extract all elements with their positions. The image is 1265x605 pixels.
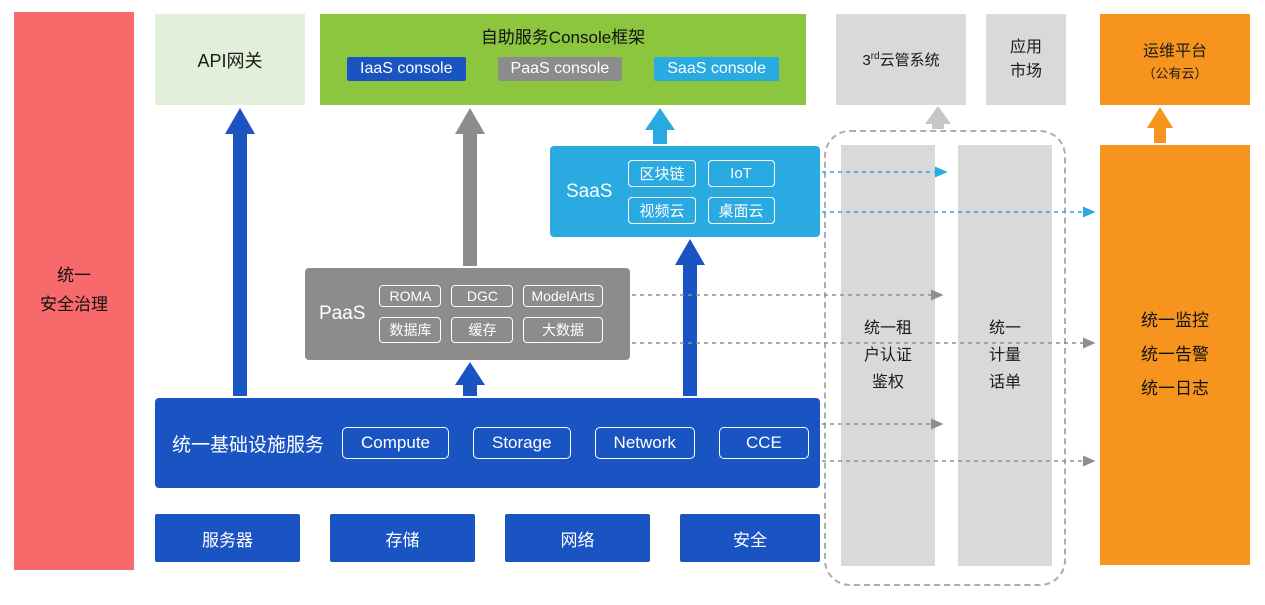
third-party-cloud-mgmt-box: 3rd云管系统	[836, 14, 966, 105]
metering-billing-bar: 统一 计量 话单	[958, 145, 1052, 566]
resource-network-label: 网络	[560, 530, 595, 550]
saas-service-blockchain: 区块链	[628, 159, 696, 187]
tenant-auth-label: 统一租 户认证 鉴权	[863, 319, 912, 392]
app-market-box: 应用 市场	[986, 14, 1066, 105]
paas-layer-label: PaaS	[319, 303, 366, 324]
arrow-infra-to-api-gateway	[225, 108, 255, 396]
api-gateway-box: API网关	[155, 14, 305, 105]
saas-service-grid: 区块链 IoT 视频云 桌面云	[628, 159, 775, 224]
tenant-auth-bar: 统一租 户认证 鉴权	[841, 145, 935, 566]
iaas-console-badge: IaaS console	[347, 57, 466, 81]
third-party-suffix: 云管系统	[879, 52, 940, 69]
monitoring-alarm-log-bar: 统一监控 统一告警 统一日志	[1100, 145, 1250, 565]
resource-box-storage: 存储	[330, 514, 475, 562]
third-party-superscript: rd	[870, 51, 880, 62]
monitoring-alarm-log-label: 统一监控 统一告警 统一日志	[1141, 311, 1209, 398]
paas-console-badge: PaaS console	[497, 57, 623, 81]
paas-service-roma: ROMA	[379, 285, 442, 307]
security-governance-label: 统一 安全治理	[40, 266, 108, 314]
paas-service-database: 数据库	[379, 317, 442, 343]
infra-service-cce: CCE	[718, 427, 809, 459]
resource-box-network: 网络	[505, 514, 650, 562]
resource-storage-label: 存储	[385, 530, 420, 550]
resource-box-security: 安全	[680, 514, 820, 562]
paas-service-bigdata: 大数据	[523, 317, 603, 343]
api-gateway-label: API网关	[197, 50, 263, 71]
om-platform-box: 运维平台 （公有云）	[1100, 14, 1250, 105]
paas-service-grid: ROMA DGC ModelArts 数据库 缓存 大数据	[379, 285, 603, 343]
paas-service-dgc: DGC	[451, 285, 514, 307]
security-governance-bar: 统一 安全治理	[14, 12, 134, 570]
infrastructure-service-row: Compute Storage Network CCE	[342, 427, 809, 459]
app-market-label: 应用 市场	[1009, 38, 1042, 80]
arrow-saas-to-console	[645, 108, 675, 144]
resource-box-server: 服务器	[155, 514, 300, 562]
saas-layer-box: SaaS 区块链 IoT 视频云 桌面云	[550, 146, 820, 237]
common-services-dashed-container	[824, 130, 1066, 586]
saas-layer-label: SaaS	[566, 180, 613, 202]
om-platform-subtitle: （公有云）	[1142, 66, 1208, 81]
infrastructure-layer-label: 统一基础设施服务	[172, 434, 325, 456]
third-party-prefix: 3	[862, 52, 871, 69]
console-framework-box: 自助服务Console框架 IaaS console PaaS console …	[320, 14, 806, 105]
console-framework-title: 自助服务Console框架	[480, 28, 646, 47]
arrow-monitor-to-om-platform	[1147, 107, 1173, 143]
paas-service-cache: 缓存	[451, 317, 514, 343]
infra-service-network: Network	[594, 427, 695, 459]
infra-service-storage: Storage	[473, 427, 571, 459]
arrow-infra-to-saas	[675, 239, 705, 396]
infrastructure-layer-box: 统一基础设施服务 Compute Storage Network CCE	[155, 398, 820, 488]
saas-console-badge: SaaS console	[654, 57, 779, 81]
third-party-cloud-mgmt-label: 3rd云管系统	[862, 49, 939, 70]
infra-service-compute: Compute	[342, 427, 449, 459]
saas-service-desktop-cloud: 桌面云	[707, 196, 775, 224]
paas-layer-box: PaaS ROMA DGC ModelArts 数据库 缓存 大数据	[305, 268, 630, 360]
om-platform-title: 运维平台	[1142, 43, 1207, 60]
console-badge-row: IaaS console PaaS console SaaS console	[347, 57, 779, 81]
arrow-common-to-third-cloud	[925, 106, 951, 129]
saas-service-video-cloud: 视频云	[628, 196, 696, 224]
arrow-paas-to-console	[455, 108, 485, 266]
resource-server-label: 服务器	[202, 530, 253, 550]
paas-service-modelarts: ModelArts	[523, 285, 603, 307]
arrow-infra-to-paas	[455, 362, 485, 396]
metering-billing-label: 统一 计量 话单	[988, 319, 1021, 392]
resource-security-label: 安全	[733, 530, 767, 550]
saas-service-iot: IoT	[707, 159, 775, 187]
